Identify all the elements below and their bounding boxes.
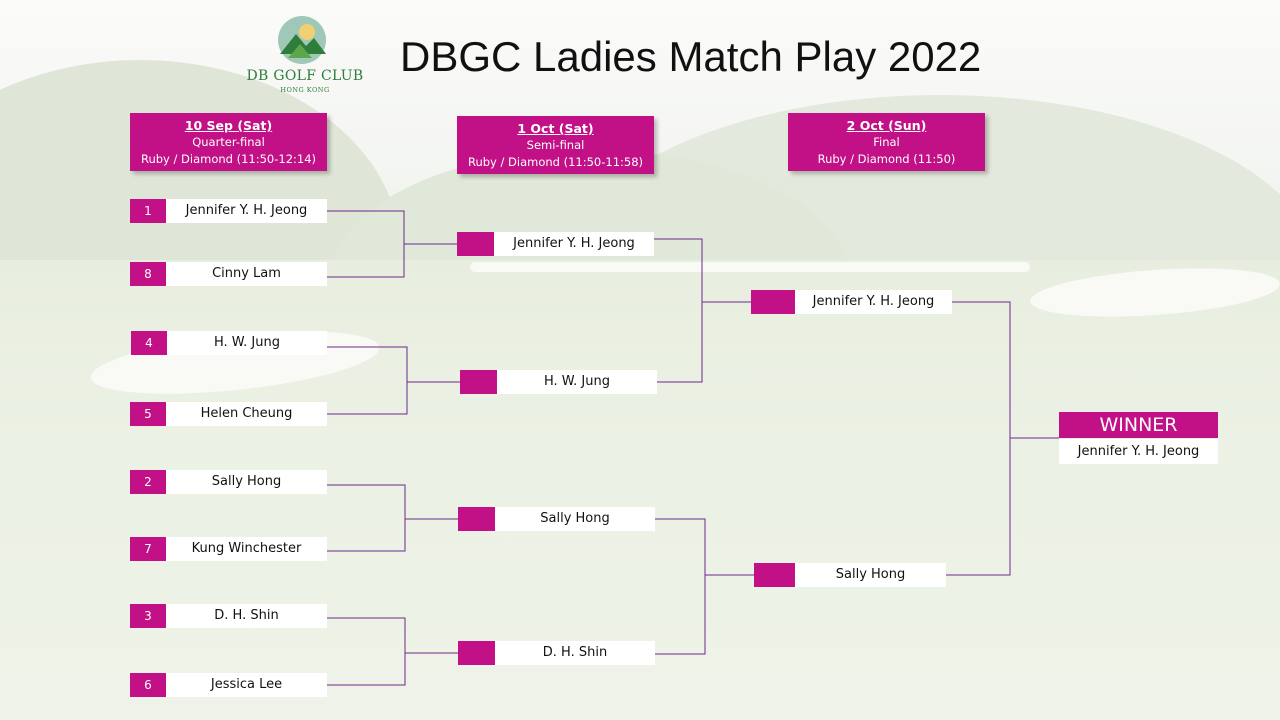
seed-number: 3 bbox=[130, 604, 166, 628]
round-stage: Semi-final bbox=[526, 138, 585, 152]
player-name: Kung Winchester bbox=[166, 537, 327, 561]
seed-number: 2 bbox=[130, 470, 166, 494]
winner-label: WINNER bbox=[1059, 412, 1218, 438]
round-date: 10 Sep (Sat) bbox=[184, 118, 273, 133]
slot-marker bbox=[460, 370, 497, 394]
slot-marker bbox=[751, 290, 795, 314]
seed-number: 6 bbox=[130, 673, 166, 697]
player-name: Sally Hong bbox=[795, 563, 946, 587]
player-name: Helen Cheung bbox=[166, 402, 327, 426]
seed-number: 5 bbox=[130, 402, 166, 426]
round-header-quarterfinal: 10 Sep (Sat) Quarter-final Ruby / Diamon… bbox=[130, 113, 327, 171]
seed-number: 4 bbox=[131, 331, 167, 355]
round-header-semifinal: 1 Oct (Sat) Semi-final Ruby / Diamond (1… bbox=[457, 116, 654, 174]
player-name: Jessica Lee bbox=[166, 673, 327, 697]
player-name: Jennifer Y. H. Jeong bbox=[166, 199, 327, 223]
round-date: 1 Oct (Sat) bbox=[517, 121, 594, 136]
slot-marker bbox=[458, 641, 495, 665]
page-title: DBGC Ladies Match Play 2022 bbox=[400, 33, 982, 80]
player-name: Sally Hong bbox=[495, 507, 655, 531]
slot-marker bbox=[754, 563, 795, 587]
winner-name: Jennifer Y. H. Jeong bbox=[1059, 439, 1218, 464]
round-venue: Ruby / Diamond (11:50-12:14) bbox=[140, 152, 317, 166]
logo-text: DB GOLF CLUB bbox=[246, 68, 364, 84]
slot-marker bbox=[457, 232, 494, 256]
player-name: H. W. Jung bbox=[497, 370, 657, 394]
seed-number: 1 bbox=[130, 199, 166, 223]
round-date: 2 Oct (Sun) bbox=[846, 118, 927, 133]
player-name: D. H. Shin bbox=[166, 604, 327, 628]
slot-marker bbox=[458, 507, 495, 531]
player-name: Jennifer Y. H. Jeong bbox=[494, 232, 654, 256]
player-name: Sally Hong bbox=[166, 470, 327, 494]
round-venue: Ruby / Diamond (11:50-11:58) bbox=[467, 155, 644, 169]
round-header-final: 2 Oct (Sun) Final Ruby / Diamond (11:50) bbox=[788, 113, 985, 171]
mountain-sun-icon bbox=[278, 16, 326, 64]
round-stage: Quarter-final bbox=[192, 135, 265, 149]
round-stage: Final bbox=[873, 135, 900, 149]
round-venue: Ruby / Diamond (11:50) bbox=[817, 152, 956, 166]
player-name: Jennifer Y. H. Jeong bbox=[795, 290, 952, 314]
player-name: D. H. Shin bbox=[495, 641, 655, 665]
seed-number: 7 bbox=[130, 537, 166, 561]
club-logo: DB GOLF CLUB HONG KONG bbox=[244, 16, 366, 98]
seed-number: 8 bbox=[130, 262, 166, 286]
logo-subtext: HONG KONG bbox=[280, 86, 330, 94]
player-name: H. W. Jung bbox=[167, 331, 327, 355]
player-name: Cinny Lam bbox=[166, 262, 327, 286]
